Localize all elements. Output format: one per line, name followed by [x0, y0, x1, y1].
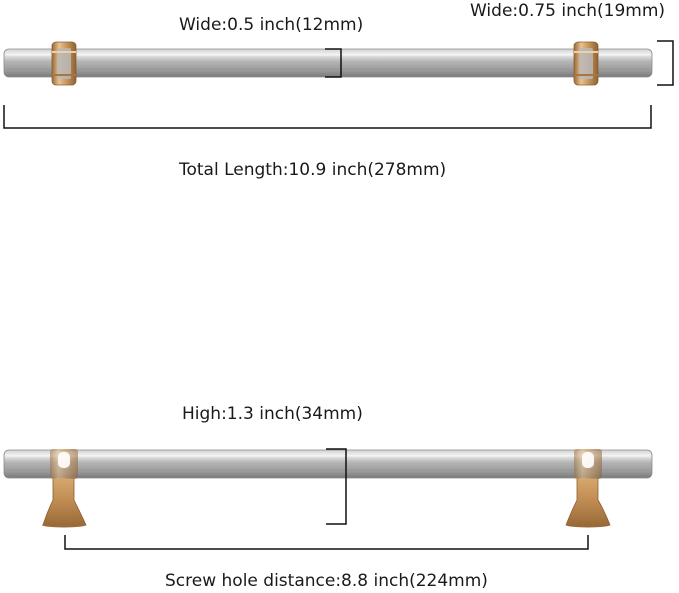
- bar-width-bracket: [325, 48, 342, 78]
- side-view: [3, 448, 653, 550]
- top-bar: [3, 48, 653, 78]
- post-width-label: Wide:0.75 inch(19mm): [470, 1, 666, 21]
- total-length-label: Total Length:10.9 inch(278mm): [179, 160, 447, 180]
- height-label: High:1.3 inch(34mm): [182, 404, 363, 424]
- top-view: [3, 40, 674, 129]
- top-left-post: [51, 41, 77, 86]
- post-width-bracket: [657, 40, 674, 86]
- top-right-post: [573, 41, 599, 86]
- screw-hole-distance-label: Screw hole distance:8.8 inch(224mm): [165, 571, 488, 591]
- height-bracket: [326, 448, 347, 525]
- total-length-bracket: [3, 105, 652, 129]
- bar-width-label: Wide:0.5 inch(12mm): [179, 15, 364, 35]
- side-bar: [3, 449, 653, 479]
- screw-distance-bracket: [64, 535, 589, 550]
